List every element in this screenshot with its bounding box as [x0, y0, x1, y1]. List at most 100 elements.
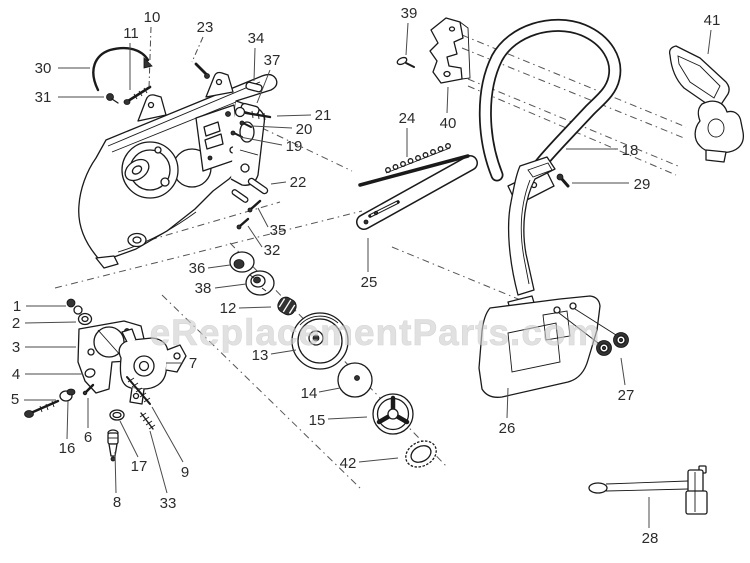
callout-number-18[interactable]: 18	[622, 142, 639, 159]
leader-line-14	[318, 387, 341, 393]
callout-number-42[interactable]: 42	[340, 455, 357, 472]
part-8-oiler-valve	[107, 429, 119, 462]
callout-number-36[interactable]: 36	[189, 260, 206, 277]
leader-line-22	[270, 181, 287, 185]
leader-line-9	[151, 406, 184, 463]
callout-number-31[interactable]: 31	[35, 89, 52, 106]
callout-number-28[interactable]: 28	[642, 530, 659, 547]
callout-number-35[interactable]: 35	[270, 222, 287, 239]
leader-line-12	[238, 306, 272, 309]
callout-number-39[interactable]: 39	[401, 5, 418, 22]
callout-number-21[interactable]: 21	[315, 107, 332, 124]
part-21-bolt	[234, 106, 272, 121]
callout-number-23[interactable]: 23	[197, 19, 214, 36]
callout-number-1[interactable]: 1	[13, 298, 21, 315]
callout-number-3[interactable]: 3	[12, 339, 20, 356]
callout-number-14[interactable]: 14	[301, 385, 318, 402]
part-41-handle-cover	[668, 45, 745, 163]
part-30-wire-bail	[92, 46, 153, 92]
part-40-bracket	[429, 17, 471, 84]
part-25-guide-bar	[356, 155, 478, 230]
callout-number-41[interactable]: 41	[704, 12, 721, 29]
leader-line-10	[148, 26, 152, 89]
part-16-bushing	[59, 388, 76, 402]
part-24-chain	[358, 143, 470, 187]
part-5-screw	[24, 399, 60, 418]
callout-number-27[interactable]: 27	[618, 387, 635, 404]
part-29-screw	[556, 173, 570, 188]
leader-line-32	[247, 225, 263, 248]
leader-line-17	[119, 420, 139, 458]
leader-line-34	[253, 47, 256, 82]
callout-number-6[interactable]: 6	[84, 429, 92, 446]
callout-number-2[interactable]: 2	[12, 315, 20, 332]
callout-number-12[interactable]: 12	[220, 300, 237, 317]
leader-line-38	[214, 283, 247, 289]
callout-number-32[interactable]: 32	[264, 242, 281, 259]
leader-line-40	[446, 86, 449, 114]
part-36-washer	[229, 251, 255, 273]
part-32-screw	[236, 217, 250, 230]
callout-number-29[interactable]: 29	[634, 176, 651, 193]
callout-number-30[interactable]: 30	[35, 60, 52, 77]
callout-number-5[interactable]: 5	[11, 391, 19, 408]
callout-number-19[interactable]: 19	[286, 138, 303, 155]
part-42-gasket-ring	[405, 440, 437, 468]
leader-line-8	[114, 451, 117, 494]
callout-number-25[interactable]: 25	[361, 274, 378, 291]
part-15-clutch	[372, 393, 414, 435]
leader-line-41	[707, 29, 712, 55]
leader-line-27	[620, 357, 626, 386]
part-23-screw	[194, 62, 210, 79]
leader-line-37	[256, 69, 271, 104]
leader-line-33	[149, 430, 168, 494]
part-11-screw	[123, 85, 152, 105]
part-34-pin	[245, 81, 263, 93]
callout-number-9[interactable]: 9	[181, 464, 189, 481]
callout-number-24[interactable]: 24	[399, 110, 416, 127]
part-39-pin	[396, 56, 415, 68]
callout-number-34[interactable]: 34	[248, 30, 265, 47]
part-38-washer	[245, 270, 275, 296]
callout-number-37[interactable]: 37	[264, 52, 281, 69]
callouts-layer: 1234567891011121314151617181920212223242…	[11, 5, 721, 547]
part-crankcase-housing	[78, 71, 278, 269]
callout-number-11[interactable]: 11	[123, 25, 139, 42]
leader-line-13	[270, 349, 297, 355]
callout-number-22[interactable]: 22	[290, 174, 307, 191]
leader-line-42	[358, 457, 399, 463]
callout-number-8[interactable]: 8	[113, 494, 121, 511]
leader-line-15	[327, 416, 368, 420]
part-20-screw	[239, 120, 252, 128]
callout-number-26[interactable]: 26	[499, 420, 516, 437]
callout-number-38[interactable]: 38	[195, 280, 212, 297]
callout-number-40[interactable]: 40	[440, 115, 457, 132]
leader-line-26	[506, 387, 509, 419]
part-4-oval	[84, 368, 96, 378]
leader-line-39	[405, 22, 409, 56]
part-2-ring	[77, 312, 93, 326]
part-18-handlebar	[478, 18, 622, 206]
callout-number-10[interactable]: 10	[144, 9, 161, 26]
callout-number-17[interactable]: 17	[131, 458, 148, 475]
part-14-washer	[337, 362, 373, 398]
leader-line-19	[239, 136, 283, 146]
part-12-needle-bearing	[277, 296, 297, 316]
part-31-screw	[106, 93, 119, 104]
leader-line-36	[207, 264, 231, 269]
callout-number-33[interactable]: 33	[160, 495, 177, 512]
callout-number-4[interactable]: 4	[12, 366, 20, 383]
callout-number-16[interactable]: 16	[59, 440, 76, 457]
callout-number-20[interactable]: 20	[296, 121, 313, 138]
part-28-wrench	[588, 465, 708, 515]
callout-number-7[interactable]: 7	[189, 355, 197, 372]
watermark-text: eReplacementParts.com	[150, 312, 601, 353]
callout-number-13[interactable]: 13	[252, 347, 269, 364]
callout-number-15[interactable]: 15	[309, 412, 326, 429]
leader-line-23	[191, 36, 204, 63]
part-6-screw	[82, 383, 95, 396]
part-26-clutch-cover	[478, 156, 617, 398]
leader-line-16	[66, 400, 69, 440]
leader-line-2	[24, 321, 77, 324]
